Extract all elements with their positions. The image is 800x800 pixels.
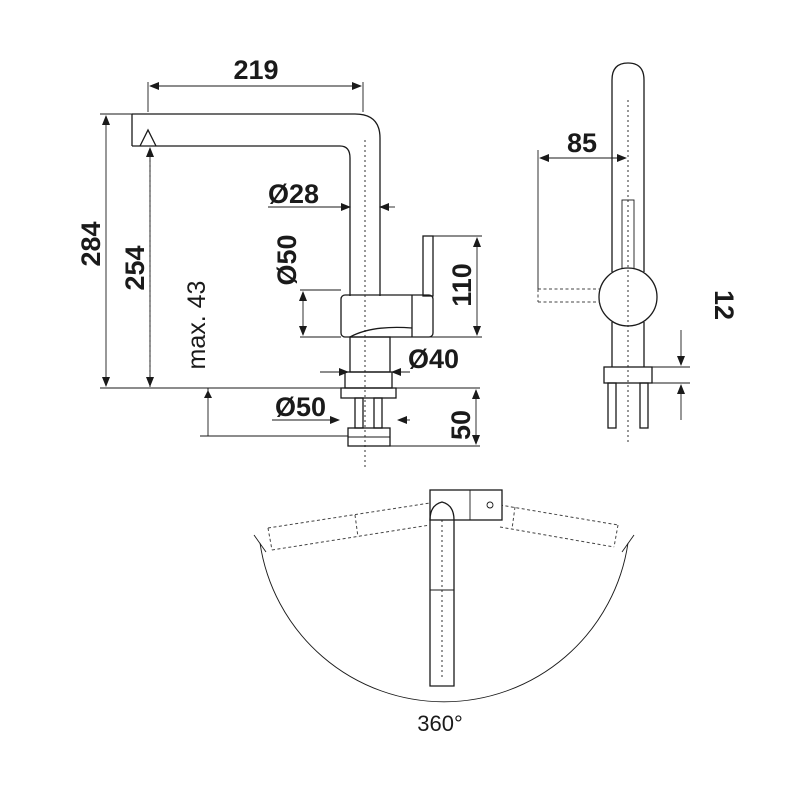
label-d40: Ø40 (408, 344, 459, 374)
label-219: 219 (233, 55, 278, 85)
side-view: 219 284 254 max. 43 Ø28 (76, 55, 482, 470)
faucet-base (340, 336, 397, 447)
dim-spout-height: 254 (120, 147, 154, 387)
spout-position-right (499, 504, 619, 548)
dim-counter-thickness: max. 43 (183, 281, 348, 437)
spout-position-left (267, 502, 431, 551)
label-d28: Ø28 (268, 179, 319, 209)
spout-position-center (429, 520, 455, 687)
label-12: 12 (709, 290, 739, 320)
dim-spout-reach: 219 (147, 55, 364, 112)
spout (131, 113, 381, 470)
dim-body-diameter: Ø50 (272, 234, 341, 338)
dim-shank-length: 50 (390, 389, 480, 447)
label-d50-body: Ø50 (272, 234, 302, 285)
label-110: 110 (447, 263, 477, 307)
dim-spout-diameter: Ø28 (268, 179, 395, 211)
dim-lever-offset: 85 (537, 128, 627, 289)
label-d50-base: Ø50 (275, 392, 326, 422)
label-360: 360° (417, 711, 463, 736)
dim-base-diameter: Ø40 (320, 344, 459, 376)
dim-total-height: 284 (76, 113, 200, 389)
label-max-43: max. 43 (183, 281, 211, 370)
dim-lever-height: 110 (390, 235, 482, 338)
front-view: 85 12 (537, 62, 739, 445)
dim-base-thickness: 12 (652, 290, 739, 420)
top-view: 360° (253, 489, 635, 736)
top-body (429, 489, 503, 521)
rotation-arc (259, 542, 629, 703)
dim-escutcheon-diameter: Ø50 (272, 392, 410, 424)
label-50: 50 (446, 410, 476, 440)
label-284: 284 (76, 221, 106, 266)
label-254: 254 (120, 245, 150, 290)
label-85: 85 (567, 128, 597, 158)
faucet-body (340, 235, 434, 338)
